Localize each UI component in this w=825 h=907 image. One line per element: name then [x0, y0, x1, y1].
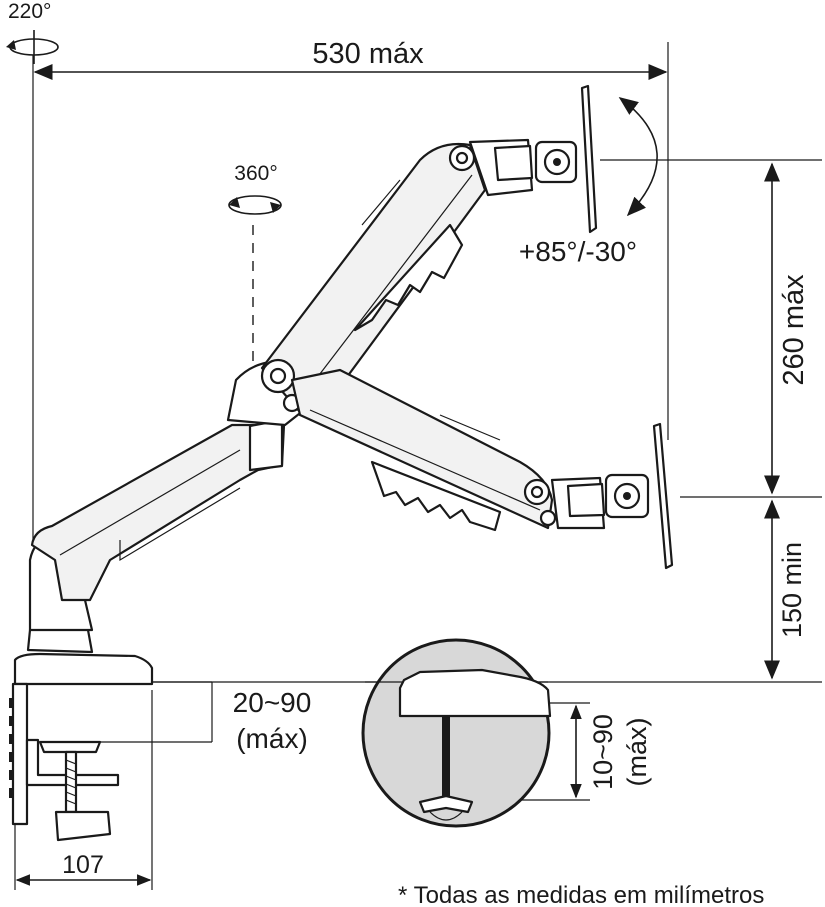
- desk-thickness-label-2: (máx): [236, 723, 308, 754]
- pole-and-lower-arm: [28, 360, 306, 632]
- base-rotation-icon: [6, 30, 59, 64]
- min-height-label: 150 min: [777, 542, 807, 638]
- clamp-depth-label: 107: [62, 851, 104, 879]
- pole-rotation-icon: [228, 195, 282, 215]
- upper-arm-raised: [260, 84, 598, 414]
- clamp-base: [9, 625, 154, 842]
- desk-thickness-label-1: 20~90: [233, 687, 312, 718]
- tilt-label: +85°/-30°: [519, 236, 637, 267]
- pole-rotation-label: 360°: [234, 162, 277, 185]
- grommet-thickness-label-2: (máx): [622, 718, 652, 787]
- grommet-detail: [361, 638, 552, 828]
- units-footnote: * Todas as medidas em milímetros: [398, 882, 764, 907]
- upper-arm-lowered: [290, 368, 674, 570]
- tilt-arc-icon: [618, 97, 658, 217]
- max-height-label: 260 máx: [778, 274, 810, 386]
- grommet-thickness-label-1: 10~90: [588, 714, 618, 790]
- max-reach-label: 530 máx: [312, 38, 424, 70]
- base-rotation-label: 220°: [8, 0, 51, 23]
